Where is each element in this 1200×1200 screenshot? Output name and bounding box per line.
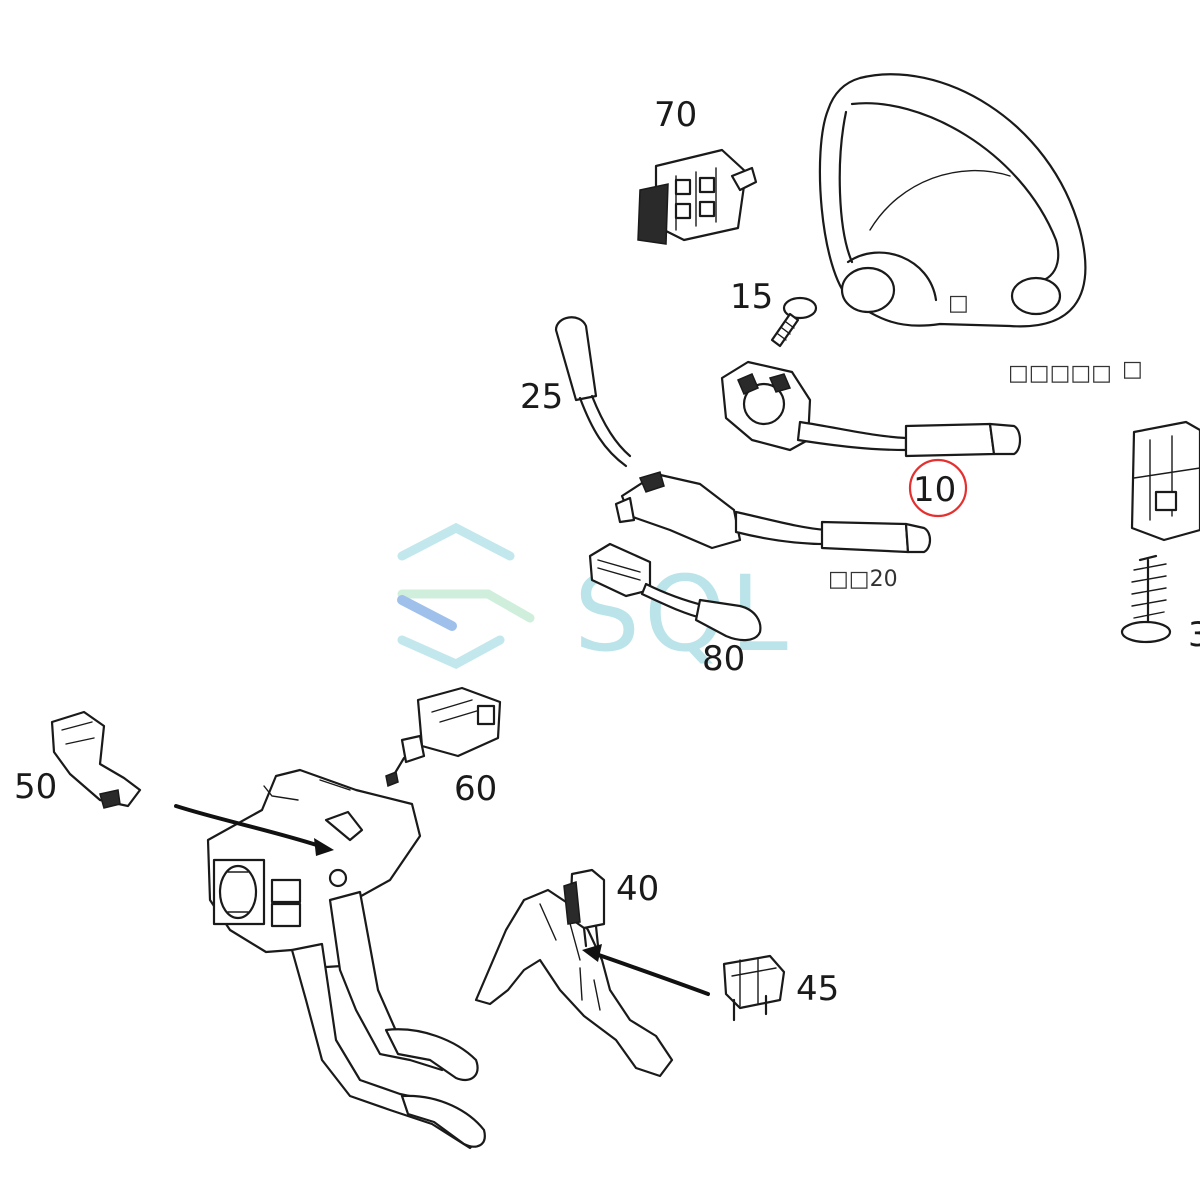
misc-mark-group: □□□□□ <box>1008 361 1112 386</box>
label-part-80: 80 <box>702 639 745 679</box>
part-40-pedal-switch <box>474 868 674 1078</box>
part-10-combination-switch <box>720 360 1022 458</box>
part-20-combination-switch <box>614 471 932 554</box>
part-80-lever <box>588 542 762 642</box>
pedal-assembly <box>206 768 486 1150</box>
steering-wheel <box>818 73 1087 328</box>
highlight-ring-part-10 <box>908 458 968 518</box>
part-50-sensor <box>50 710 142 809</box>
label-part-70: 70 <box>654 95 697 135</box>
label-part-15: 15 <box>730 277 773 317</box>
part-3-block-and-spring <box>1120 420 1200 644</box>
part-60-brake-switch <box>385 686 502 788</box>
part-15-bolt <box>770 296 818 348</box>
label-part-50: 50 <box>14 767 57 807</box>
arrow-45-to-40 <box>582 944 710 996</box>
label-part-20: □□20 <box>828 567 898 592</box>
label-part-60: 60 <box>454 769 497 809</box>
misc-mark-right: □ <box>1122 357 1143 382</box>
label-part-25: 25 <box>520 377 563 417</box>
label-part-45: 45 <box>796 969 839 1009</box>
part-25-cable <box>554 316 632 468</box>
part-70-switch <box>637 148 758 245</box>
arrow-50-to-pedal <box>174 804 334 856</box>
misc-mark-wheel: □ <box>948 291 969 316</box>
watermark-logo-icon <box>397 522 535 670</box>
label-part-40: 40 <box>616 869 659 909</box>
label-part-10: 10 <box>913 470 956 510</box>
label-part-3: 3 <box>1188 615 1200 655</box>
part-45-clip <box>722 954 786 1022</box>
